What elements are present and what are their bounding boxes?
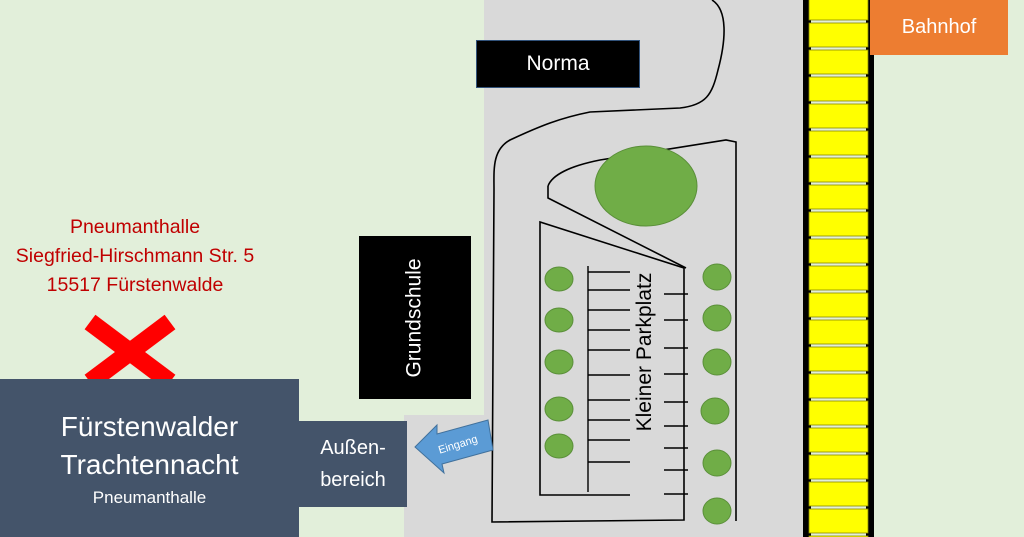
address-line1: Pneumanthalle — [69, 216, 201, 238]
tree — [702, 497, 732, 525]
rail-sleeper — [808, 319, 869, 345]
tree — [700, 397, 730, 425]
event-title-line2: Trachtennacht — [60, 449, 239, 480]
rail-sleeper — [808, 22, 869, 48]
parkplatz-label: Kleiner Parkplatz — [633, 272, 656, 432]
tree — [544, 396, 574, 422]
grundschule-building[interactable]: Grundschule — [359, 236, 471, 399]
event-title-line1: Fürstenwalder — [60, 411, 239, 442]
rail-sleeper — [808, 211, 869, 237]
big-tree — [594, 145, 698, 227]
norma-store[interactable]: Norma — [476, 40, 640, 88]
rail-sleeper — [808, 265, 869, 291]
rail-sleeper — [808, 76, 869, 102]
aussen-line1: Außen- — [320, 437, 386, 459]
rail-sleeper — [808, 292, 869, 318]
tree — [544, 433, 574, 459]
rail-sleeper — [808, 49, 869, 75]
rail-sleeper — [808, 184, 869, 210]
parking-lines — [587, 266, 688, 495]
parking-area[interactable]: Kleiner Parkplatz — [540, 273, 750, 432]
address-line3: 15517 Fürstenwalde — [46, 274, 224, 296]
road-outline — [491, 0, 737, 523]
outdoor-area[interactable]: Außen- bereich — [299, 421, 407, 507]
rail-sleeper — [808, 400, 869, 426]
tree — [544, 349, 574, 375]
rail-sleeper — [808, 130, 869, 156]
venue-address: Pneumanthalle Siegfried-Hirschmann Str. … — [0, 213, 270, 300]
red-x-marker — [84, 314, 176, 390]
rail-sleeper — [808, 427, 869, 453]
tree — [544, 307, 574, 333]
rail-sleeper — [808, 373, 869, 399]
pavement-area — [484, 0, 806, 537]
tree — [702, 304, 732, 332]
railway-track — [803, 0, 874, 537]
rail-sleeper — [808, 157, 869, 183]
arrow-left-icon — [414, 419, 494, 475]
rail-sleeper — [808, 346, 869, 372]
aussen-line2: bereich — [320, 469, 386, 491]
rail-sleeper — [808, 0, 869, 21]
rail-sleeper — [808, 238, 869, 264]
bahnhof-station[interactable]: Bahnhof — [870, 0, 1008, 55]
rail-sleeper — [808, 481, 869, 507]
bahnhof-label: Bahnhof — [901, 16, 977, 38]
tree — [544, 266, 574, 292]
norma-label: Norma — [526, 52, 590, 75]
rail-sleeper — [808, 103, 869, 129]
event-hall[interactable]: Fürstenwalder Trachtennacht Pneumanthall… — [0, 379, 299, 537]
tree — [702, 449, 732, 477]
trees — [544, 145, 732, 525]
rail-sleeper — [808, 454, 869, 480]
tree — [702, 263, 732, 291]
rail-sleeper — [808, 508, 869, 534]
tree — [702, 348, 732, 376]
address-line2: Siegfried-Hirschmann Str. 5 — [15, 245, 255, 267]
grundschule-label: Grundschule — [403, 257, 427, 378]
event-venue: Pneumanthalle — [92, 488, 207, 507]
